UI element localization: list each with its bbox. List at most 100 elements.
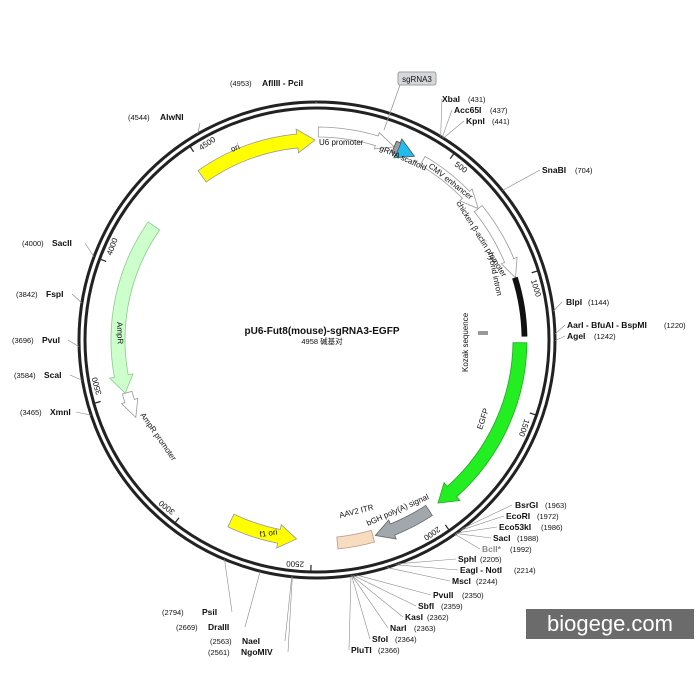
site-msci: MscI(2244) bbox=[452, 576, 498, 586]
site-leader-line bbox=[440, 98, 443, 137]
svg-text:(3584): (3584) bbox=[14, 371, 36, 380]
svg-text:DraIII: DraIII bbox=[208, 622, 229, 632]
tick-mark bbox=[529, 412, 537, 416]
svg-text:(3465): (3465) bbox=[20, 408, 42, 417]
svg-text:SacI: SacI bbox=[493, 533, 511, 543]
site-pluti: PluTI(2366) bbox=[351, 645, 400, 655]
label-ampr: AmpR bbox=[115, 322, 125, 345]
svg-text:NarI: NarI bbox=[390, 623, 407, 633]
site-pvui: (3696) PvuI bbox=[12, 335, 60, 345]
ampr-arrow bbox=[108, 221, 161, 394]
site-eagi-noti: EagI - NotI (2214) bbox=[460, 565, 536, 575]
site-sacii: (4000)SacII bbox=[22, 238, 72, 248]
tick-mark bbox=[189, 145, 195, 153]
svg-text:(431): (431) bbox=[468, 95, 486, 104]
svg-text:AflIII - PciI: AflIII - PciI bbox=[262, 78, 303, 88]
site-blpi: BlpI(1144) bbox=[566, 297, 610, 307]
svg-text:BsrGI: BsrGI bbox=[515, 500, 538, 510]
feature-layer bbox=[108, 126, 528, 550]
site-draiii: (2669) DraIII bbox=[176, 622, 229, 632]
ori-arrow bbox=[197, 128, 316, 183]
svg-text:(437): (437) bbox=[490, 106, 508, 115]
site-leader-line bbox=[554, 335, 566, 342]
svg-text:BclI*: BclI* bbox=[482, 544, 502, 554]
site-leader-line bbox=[84, 242, 95, 258]
hybrid-intron-bar bbox=[512, 276, 528, 337]
svg-text:(2214): (2214) bbox=[514, 566, 536, 575]
svg-text:(2669): (2669) bbox=[176, 623, 198, 632]
svg-text:(2794): (2794) bbox=[162, 608, 184, 617]
svg-text:NaeI: NaeI bbox=[242, 636, 260, 646]
svg-text:(2364): (2364) bbox=[395, 635, 417, 644]
site-psii: (2794)PsiI bbox=[162, 607, 217, 617]
site-leader-line bbox=[459, 515, 505, 531]
tick-mark bbox=[444, 524, 450, 531]
site-leader-line bbox=[197, 122, 201, 135]
svg-text:Eco53kI: Eco53kI bbox=[499, 522, 531, 532]
svg-text:(3696): (3696) bbox=[12, 336, 34, 345]
site-naei: (2563) NaeI bbox=[210, 636, 260, 646]
site-leader-line bbox=[397, 558, 457, 565]
svg-text:(2563): (2563) bbox=[210, 637, 232, 646]
label-f1-ori: f1 ori bbox=[259, 528, 278, 539]
sgrna3-callout-box bbox=[397, 71, 437, 86]
svg-text:(1242): (1242) bbox=[594, 332, 616, 341]
svg-text:(1144): (1144) bbox=[588, 298, 610, 307]
tick-label: 2000 bbox=[422, 525, 442, 543]
svg-text:(2205): (2205) bbox=[480, 555, 502, 564]
site-leader-line bbox=[75, 411, 92, 416]
site-leader-line bbox=[455, 533, 492, 539]
svg-text:(4544): (4544) bbox=[128, 113, 150, 122]
svg-text:(2366): (2366) bbox=[378, 646, 400, 655]
backbone-inner bbox=[83, 106, 551, 574]
svg-text:(2362): (2362) bbox=[427, 613, 449, 622]
svg-text:(2363): (2363) bbox=[414, 624, 436, 633]
sgrna3-spacer bbox=[391, 140, 402, 155]
site-leader-line bbox=[443, 120, 465, 139]
site-leader-line bbox=[461, 504, 513, 530]
site-leader-line bbox=[315, 101, 318, 104]
site-nari: NarI (2363) bbox=[390, 623, 436, 633]
site-agei: AgeI (1242) bbox=[567, 331, 616, 341]
site-leader-line bbox=[395, 564, 459, 571]
site-kpni: KpnI(441) bbox=[466, 116, 510, 126]
svg-text:SacII: SacII bbox=[52, 238, 72, 248]
site-leader-line bbox=[224, 559, 233, 613]
egfp-arrow bbox=[437, 342, 528, 504]
site-eco53ki: Eco53kI (1986) bbox=[499, 522, 563, 532]
site-bsrgi: BsrGI (1963) bbox=[515, 500, 567, 510]
site-sphi: SphI(2205) bbox=[458, 554, 502, 564]
label-u6-promoter: U6 promoter bbox=[319, 138, 364, 147]
site-leader-line bbox=[287, 576, 293, 653]
svg-text:(1986): (1986) bbox=[541, 523, 563, 532]
site-leader-line bbox=[284, 576, 293, 642]
site-leader-line bbox=[351, 575, 371, 640]
bgh-polya-arrow bbox=[374, 504, 433, 540]
site-acc65i: Acc65I(437) bbox=[454, 105, 508, 115]
svg-text:AgeI: AgeI bbox=[567, 331, 585, 341]
site-sbfi: SbfI(2359) bbox=[418, 601, 463, 611]
svg-text:ScaI: ScaI bbox=[44, 370, 62, 380]
site-leader-line bbox=[351, 575, 389, 629]
site-leader-line bbox=[553, 301, 563, 312]
sgrna3-callout-line bbox=[383, 84, 401, 131]
site-kasi: KasI(2362) bbox=[405, 612, 449, 622]
site-leader-line bbox=[351, 575, 404, 618]
svg-text:(2244): (2244) bbox=[476, 577, 498, 586]
svg-text:XmnI: XmnI bbox=[50, 407, 71, 417]
cba-promoter-arrow bbox=[473, 204, 518, 279]
svg-text:EagI - NotI: EagI - NotI bbox=[460, 565, 502, 575]
label-egfp: EGFP bbox=[475, 407, 490, 430]
svg-text:(4953): (4953) bbox=[230, 79, 252, 88]
label-kozak-sequence: Kozak sequence bbox=[461, 312, 470, 372]
svg-text:PvuI: PvuI bbox=[42, 335, 60, 345]
svg-text:(1963): (1963) bbox=[545, 501, 567, 510]
site-ecori: EcoRI(1972) bbox=[506, 511, 559, 521]
site-alwni: (4544) AlwNI bbox=[128, 112, 184, 122]
site-leader-line bbox=[67, 339, 80, 348]
site-leader-line bbox=[352, 574, 417, 607]
svg-text:AlwNI: AlwNI bbox=[160, 112, 184, 122]
kozak-marker bbox=[478, 331, 488, 335]
tick-label: 4500 bbox=[197, 135, 217, 153]
site-leader-line bbox=[456, 526, 498, 534]
